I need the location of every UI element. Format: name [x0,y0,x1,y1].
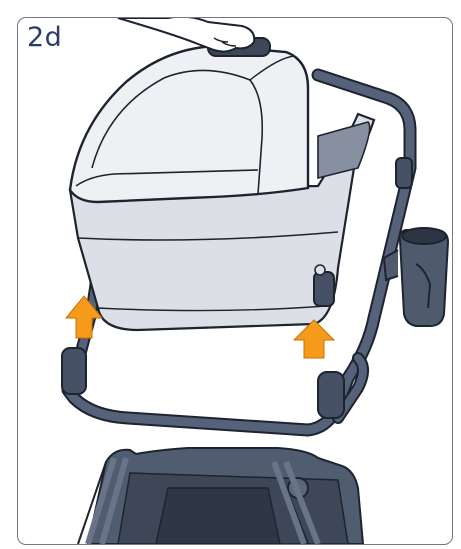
carrycot-illustration [18,18,452,544]
carrycot-hood [70,46,308,202]
instruction-panel: 2d [17,17,453,545]
lift-arrow-right-icon [294,320,334,358]
hand-icon [118,18,254,52]
step-label: 2d [27,22,62,53]
stroller-base [78,448,363,544]
